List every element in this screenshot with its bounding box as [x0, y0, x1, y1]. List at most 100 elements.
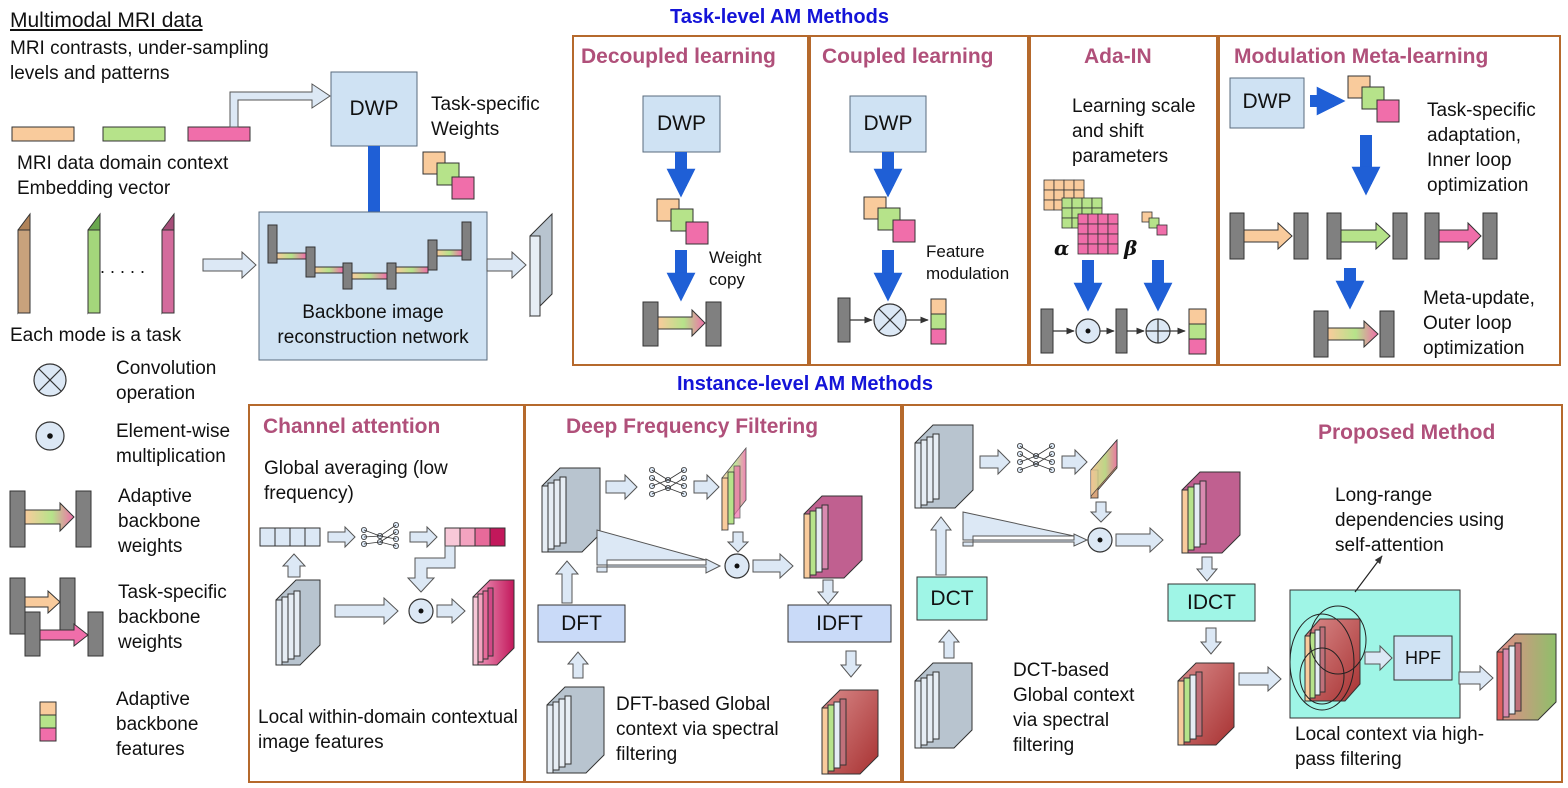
adaptive-features-symbol [39, 701, 57, 742]
weight-squares-left [422, 151, 475, 200]
dff-skip-arrow [596, 529, 722, 574]
meta-weights [1347, 75, 1400, 123]
adain-operation [1040, 308, 1207, 355]
task-slabs [17, 212, 175, 315]
adain-beta: β [1124, 236, 1138, 260]
dff-arrow-1 [605, 473, 638, 501]
meta-outer-label: Meta-update, Outer loop optimization [1423, 288, 1535, 359]
dff-mlp [649, 466, 688, 497]
decoupled-note: Weight copy [709, 248, 762, 289]
embed-bar-green [102, 126, 166, 142]
dff-arrow-3 [752, 552, 794, 580]
adain-title: Ada-IN [1084, 45, 1152, 68]
embed-to-dwp-arrow [229, 83, 331, 128]
dwp-box-meta [1229, 77, 1305, 129]
legend-adaptive-features: Adaptive backbone features [116, 689, 199, 760]
meta-dwp-label: DWP [1242, 90, 1292, 113]
prop-arrow-down-2 [1199, 627, 1223, 655]
prop-longrange-pointer [1354, 555, 1383, 593]
domain-context-label: MRI data domain context Embedding vector [17, 153, 229, 199]
convolution-symbol [33, 363, 67, 397]
decoupled-weights [656, 198, 709, 245]
task-weights-symbol [9, 577, 104, 657]
prop-arrow-down-idct [1195, 556, 1219, 582]
channel-mult [408, 598, 434, 624]
hpf-label: HPF [1405, 648, 1441, 668]
prop-output-stack [1496, 633, 1557, 721]
idft-label: IDFT [816, 612, 863, 635]
channel-weights-vector [444, 527, 506, 547]
dff-input-stack [541, 467, 601, 553]
legend-elementwise: Element-wise multiplication [116, 421, 231, 467]
adain-alpha-grids [1043, 179, 1119, 255]
hpf-box [1393, 635, 1453, 681]
prop-filter-slab [1090, 438, 1118, 500]
channel-arrow-4 [436, 597, 466, 625]
legend-adaptive-weights: Adaptive backbone weights [118, 486, 201, 557]
channel-vector [259, 527, 321, 547]
adain-alpha: α [1054, 236, 1070, 260]
coupled-note: Feature modulation [926, 242, 1010, 283]
dwp-box-decoupled [642, 95, 721, 153]
adaptive-weights-symbol [9, 490, 92, 548]
input-arrow [202, 250, 257, 280]
dff-bottom-stack [546, 686, 605, 774]
prop-attention-stack [1304, 618, 1361, 702]
prop-dct-box [916, 576, 988, 621]
idct-box [1167, 583, 1256, 622]
prop-mlp [1017, 442, 1056, 473]
dff-arrow-down-small [726, 531, 750, 553]
dots: . . . . . [100, 257, 146, 277]
prop-arrow-up-dct [937, 629, 961, 659]
panel-coupled [809, 35, 1029, 366]
dft-label: DFT [561, 612, 602, 635]
channel-local-label: Local within-domain contextual image fea… [258, 707, 518, 753]
panel-decoupled [572, 35, 809, 366]
proposed-local: Local context via high-pass filtering [1295, 724, 1485, 770]
idct-label: IDCT [1187, 591, 1236, 614]
prop-attention-arcs [1289, 605, 1367, 711]
meta-task-backbones [1229, 212, 1498, 260]
proposed-desc: DCT-based Global context via spectral fi… [1013, 660, 1135, 756]
coupled-weights [863, 196, 916, 243]
channel-arrow-2 [409, 525, 438, 549]
output-arrow [486, 250, 527, 280]
prop-arrow-down-small [1089, 501, 1113, 523]
dft-box [537, 604, 626, 643]
dff-mult [724, 553, 750, 579]
dff-final-stack [821, 689, 879, 775]
decoupled-title: Decoupled learning [581, 45, 776, 68]
prop-top-stack [914, 424, 974, 509]
channel-arrow-3 [334, 596, 399, 626]
elementwise-symbol [35, 421, 65, 451]
backbone-unet [267, 221, 472, 290]
task-level-title: Task-level AM Methods [670, 6, 889, 28]
prop-arrow-3 [1115, 526, 1164, 554]
channel-title: Channel attention [263, 415, 441, 438]
panel-adain [1029, 35, 1218, 366]
legend-task-weights: Task-specific backbone weights [118, 582, 227, 653]
prop-arrow-1 [979, 448, 1011, 476]
task-specific-weights-label: Task-specific Weights [431, 94, 540, 140]
prop-skip-arrow [962, 511, 1089, 547]
panel-borders [248, 35, 1563, 783]
dwp-main-label: DWP [349, 97, 399, 120]
embed-bar-pink [187, 126, 251, 142]
meta-inner-label: Task-specific adaptation, Inner loop opt… [1427, 100, 1536, 196]
instance-level-title: Instance-level AM Methods [677, 373, 933, 395]
proposed-longrange: Long-range dependencies using self-atten… [1335, 485, 1505, 556]
prop-arrow-2 [1061, 448, 1088, 476]
panel-meta [1218, 35, 1561, 366]
dff-arrow-up-input [566, 651, 590, 679]
coupled-dwp-label: DWP [863, 112, 913, 135]
dff-output-stack [803, 495, 863, 579]
multimodal-desc: MRI contrasts, under-sampling levels and… [10, 38, 269, 84]
channel-arrow-1 [327, 525, 356, 549]
adain-beta-squares [1141, 211, 1168, 236]
coupled-modulation [837, 297, 947, 345]
prop-arrow-to-attn [1238, 665, 1282, 693]
prop-mult [1087, 527, 1113, 553]
dff-title: Deep Frequency Filtering [566, 415, 819, 438]
embed-bar-orange [11, 126, 75, 142]
